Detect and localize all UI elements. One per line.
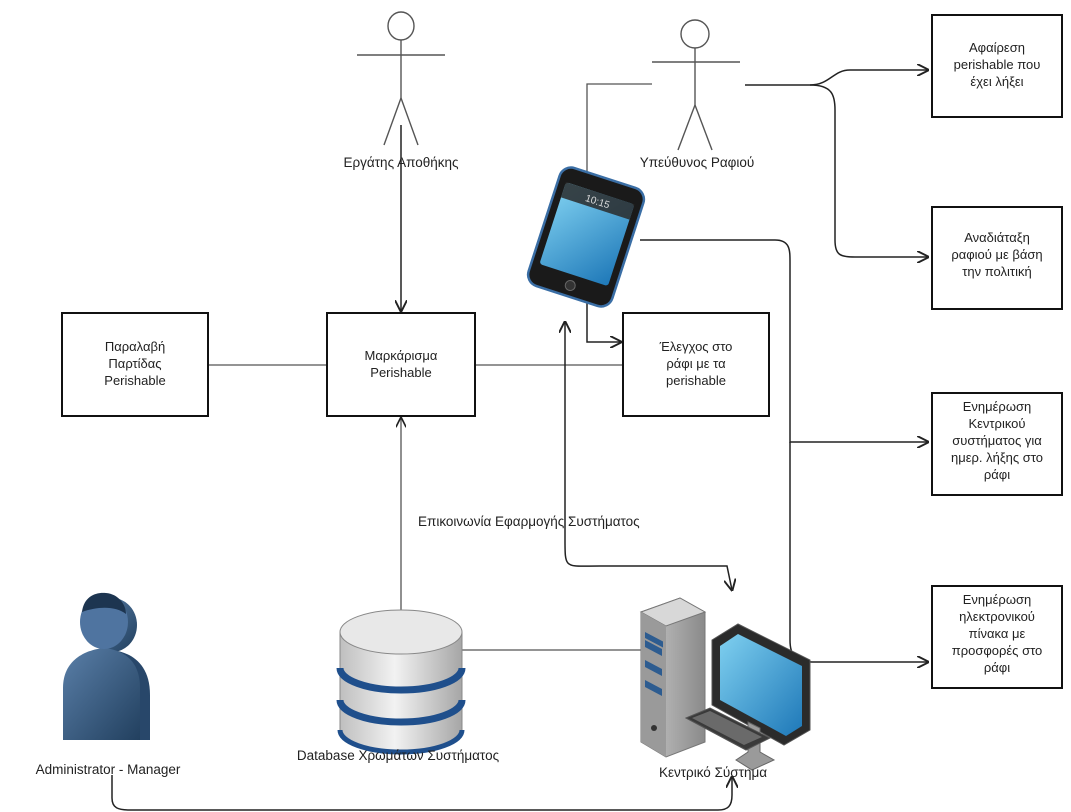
node-update-central-line-1: Ενημέρωση [963,399,1032,414]
node-update-central-line-3: συστήματος για [952,433,1042,448]
node-update-board: Ενημέρωση ηλεκτρονικού πίνακα με προσφορ… [931,585,1063,689]
smartphone-icon: 10:15 [526,166,646,308]
edge-phone-to-check [586,298,621,342]
node-update-board-line-1: Ενημέρωση [963,592,1032,607]
person-silhouette-icon [63,592,150,740]
desktop-computer-icon [639,597,811,771]
actor-shelf-manager [652,19,740,151]
node-remove-expired-line-1: Αφαίρεση [969,40,1025,55]
database-label: Database Χρωμάτων Συστήματος [297,748,500,763]
communication-label: Επικοινωνία Εφαρμογής Συστήματος [418,514,640,529]
central-system-label: Κεντρικό Σύστημα [659,765,767,780]
node-update-central-line-5: ράφι [984,467,1010,482]
node-update-central: Ενημέρωση Κεντρικού συστήματος για ημερ.… [931,392,1063,496]
node-shelf-check-line-1: Έλεγχος στο [659,339,733,354]
node-marking-line-2: Perishable [370,365,431,380]
node-receive-batch-line-1: Παραλαβή [105,339,165,354]
node-update-central-line-2: Κεντρικού [968,416,1025,431]
node-rearrange-shelf: Αναδιάταξη ραφιού με βάση την πολιτική [931,206,1063,310]
edge-communication-to-central [564,539,732,590]
node-update-central-line-4: ημερ. λήξης στο [951,450,1043,465]
node-update-board-line-4: προσφορές στο [952,643,1043,658]
node-shelf-check: Έλεγχος στο ράφι με τα perishable [622,312,770,417]
node-rearrange-shelf-line-2: ραφιού με βάση [951,247,1042,262]
node-rearrange-shelf-line-3: την πολιτική [962,264,1031,279]
node-receive-batch-line-2: Παρτίδας [108,356,161,371]
node-update-board-line-5: ράφι [984,660,1010,675]
node-shelf-check-line-3: perishable [666,373,726,388]
edge-manager-to-phone [586,83,652,186]
database-cylinder-icon [336,609,466,755]
node-remove-expired: Αφαίρεση perishable που έχει λήξει [931,14,1063,118]
node-remove-expired-line-3: έχει λήξει [970,74,1023,89]
edge-admin-to-central [111,775,732,811]
actor-warehouse-worker [357,11,445,146]
shelf-manager-head [680,19,710,49]
actor-shelf-manager-label: Υπεύθυνος Ραφιού [640,155,755,170]
admin-label: Administrator - Manager [36,762,181,777]
node-shelf-check-line-2: ράφι με τα [666,356,726,371]
node-update-board-line-3: πίνακα με [969,626,1026,641]
warehouse-worker-head [387,11,415,41]
edge-phone-to-update-central [640,239,928,442]
node-remove-expired-line-2: perishable που [954,57,1041,72]
node-receive-batch: Παραλαβή Παρτίδας Perishable [61,312,209,417]
edge-manager-to-remove [745,70,928,86]
node-update-board-line-2: ηλεκτρονικού [959,609,1035,624]
edge-manager-to-rearrange [809,84,928,257]
node-receive-batch-line-3: Perishable [104,373,165,388]
actor-warehouse-worker-label: Εργάτης Αποθήκης [343,155,459,170]
edge-phone-to-update-board [789,442,928,662]
node-marking-line-1: Μαρκάρισμα [365,348,438,363]
node-rearrange-shelf-line-1: Αναδιάταξη [964,230,1030,245]
node-marking: Μαρκάρισμα Perishable [326,312,476,417]
